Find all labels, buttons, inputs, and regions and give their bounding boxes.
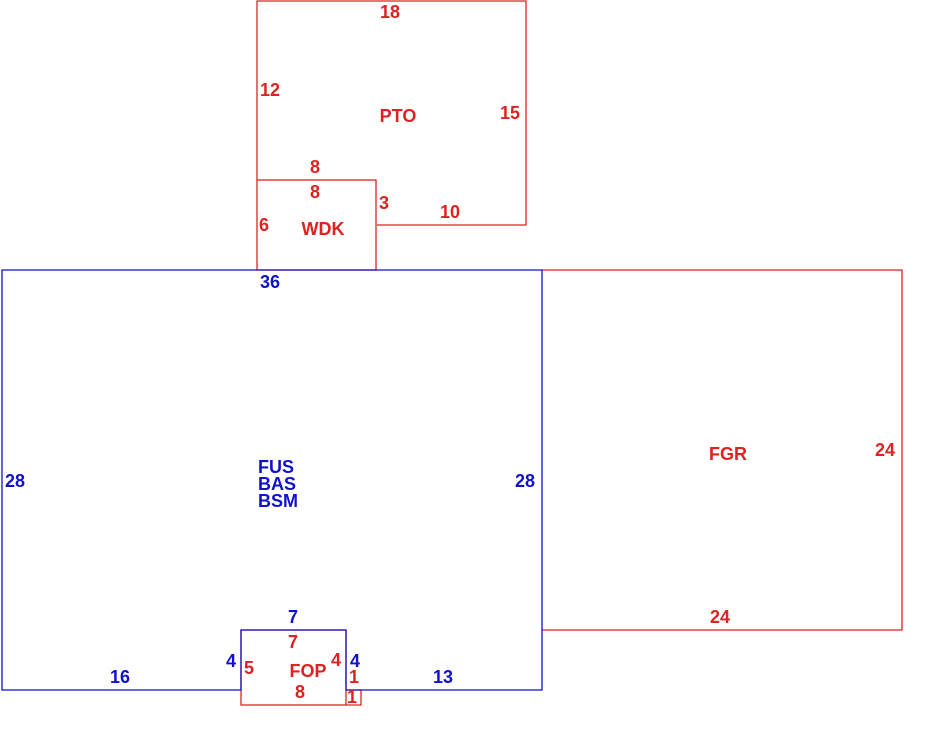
- dim-main-top: 36: [260, 272, 280, 292]
- dim-pto-right: 15: [500, 103, 520, 123]
- dim-fop-right: 4: [331, 650, 341, 670]
- fgr-outline: [542, 269, 903, 631]
- dim-main-notch-right: 4: [350, 651, 360, 671]
- dim-fop-small-right: 1: [349, 667, 359, 687]
- dim-main-bottom-left: 16: [110, 667, 130, 687]
- dim-fop-bottom: 8: [295, 682, 305, 702]
- dim-pto-step: 3: [379, 193, 389, 213]
- dim-main-left: 28: [5, 471, 25, 491]
- dim-pto-bottom-inner: 8: [310, 157, 320, 177]
- fgr-area-label: FGR: [709, 444, 747, 464]
- dim-wdk-top: 8: [310, 182, 320, 202]
- dim-fop-top: 7: [288, 632, 298, 652]
- dim-fgr-bottom: 24: [710, 607, 730, 627]
- dim-pto-top: 18: [380, 2, 400, 22]
- main-area-label-bas: BAS: [258, 474, 296, 494]
- pto-outline: [256, 0, 527, 226]
- dim-pto-left: 12: [260, 80, 280, 100]
- dim-pto-bottom-right: 10: [440, 202, 460, 222]
- main-house-outline: [1, 269, 543, 691]
- dim-fgr-right: 24: [875, 440, 895, 460]
- main-area-label-fus: FUS: [258, 457, 294, 477]
- dim-fop-left: 5: [244, 658, 254, 678]
- dim-main-notch-left: 4: [226, 651, 236, 671]
- fop-area-label: FOP: [289, 661, 326, 681]
- wdk-area-label: WDK: [302, 219, 345, 239]
- dim-main-right: 28: [515, 471, 535, 491]
- dim-main-bottom-right: 13: [433, 667, 453, 687]
- dim-wdk-left: 6: [259, 215, 269, 235]
- main-area-label-bsm: BSM: [258, 491, 298, 511]
- dim-main-notch-top: 7: [288, 607, 298, 627]
- dim-fop-small-bottom: 1: [347, 687, 357, 707]
- pto-area-label: PTO: [380, 106, 417, 126]
